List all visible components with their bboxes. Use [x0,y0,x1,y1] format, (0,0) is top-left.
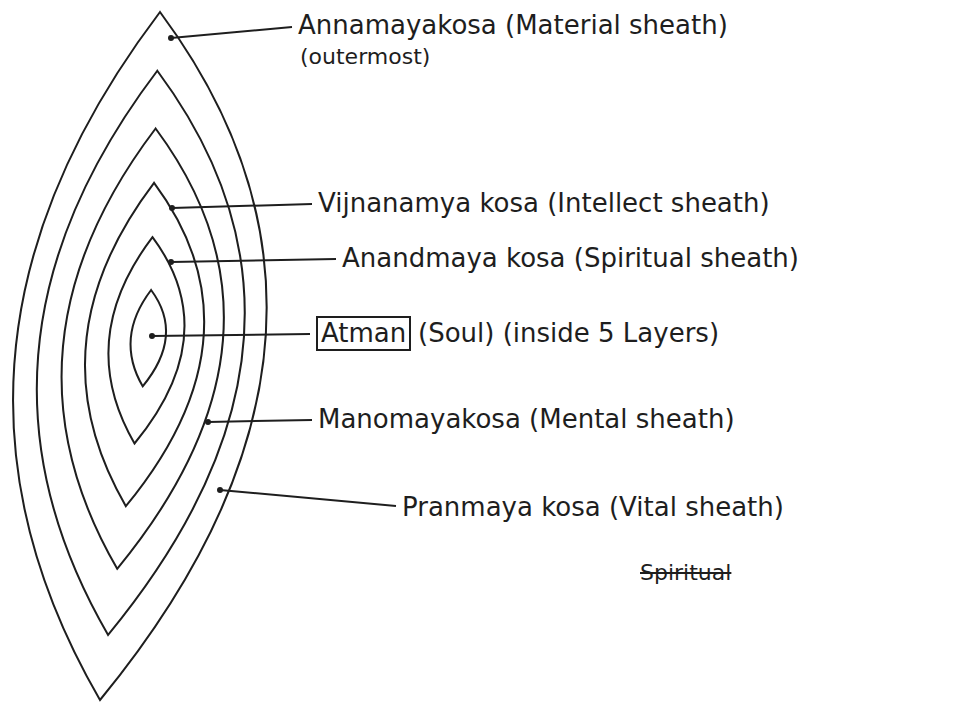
sheath-label: Vijnanamya kosa (Intellect sheath) [318,188,770,219]
sheath-outline [108,237,184,443]
sheath-label: Anandmaya kosa (Spiritual sheath) [342,243,799,274]
leader-line [172,204,312,208]
leader-dot [168,259,174,265]
leader-dot [217,487,223,493]
leader-line [152,334,310,336]
sheath-outline [62,128,224,568]
leader-line [208,420,312,422]
struck-word: Spiritual [640,560,731,586]
sheath-outline [85,183,204,506]
sheath-outline [131,290,167,386]
leader-dot [168,35,174,41]
sheath-label: Annamayakosa (Material sheath) [298,10,728,41]
sheath-label: Manomayakosa (Mental sheath) [318,404,735,435]
sheath-label: Pranmaya kosa (Vital sheath) [402,492,784,523]
leader-dot [205,419,211,425]
sheath-outline [37,71,245,635]
soul-note: (Soul) (inside 5 Layers) [418,318,719,349]
leader-line [171,259,336,262]
soul-label: Atman [316,316,411,351]
leader-dot [169,205,175,211]
sheath-outline [13,12,267,700]
sheath-layers [13,12,267,700]
leader-line [171,27,292,38]
leader-line [220,490,396,506]
leader-dot [149,333,155,339]
note-label: (outermost) [300,44,430,70]
leader-dots [149,35,223,493]
